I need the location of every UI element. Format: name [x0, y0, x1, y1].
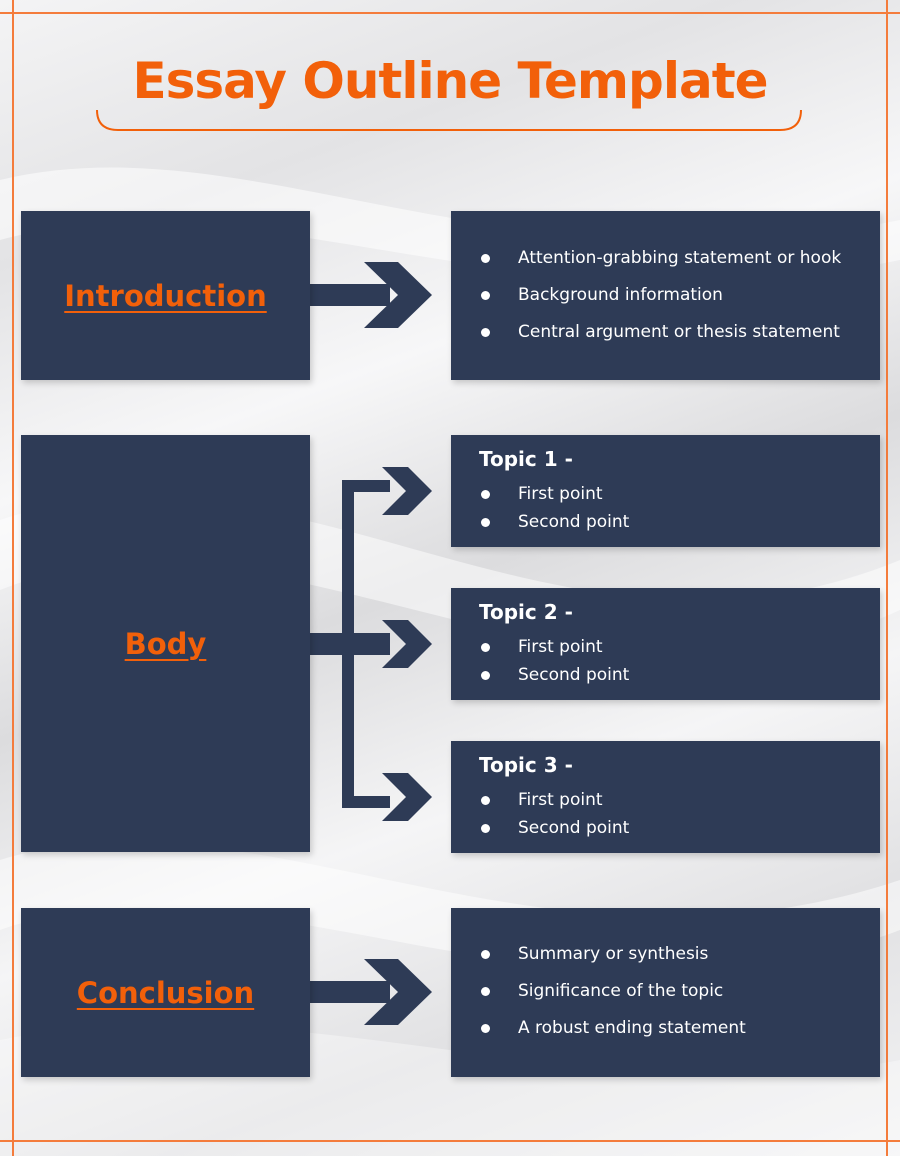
list-item: Central argument or thesis statement — [481, 321, 841, 358]
introduction-list: Attention-grabbing statement or hook Bac… — [481, 247, 841, 358]
bullet-icon — [481, 254, 490, 263]
list-item: Attention-grabbing statement or hook — [481, 247, 841, 284]
bullet-icon — [481, 1024, 490, 1033]
bullet-icon — [481, 490, 490, 499]
bullet-icon — [481, 328, 490, 337]
bullet-icon — [481, 291, 490, 300]
body-branch-arrows-icon — [310, 467, 432, 821]
topic-3-box: Topic 3 - First point Second point — [451, 741, 880, 853]
list-item: First point — [481, 483, 629, 511]
frame-left-line — [12, 0, 14, 1156]
bullet-icon — [481, 671, 490, 680]
intro-arrow-icon — [310, 262, 432, 328]
frame-right-line — [886, 0, 888, 1156]
conclusion-box: Conclusion — [21, 908, 310, 1077]
list-item: Summary or synthesis — [481, 943, 746, 980]
topic-3-list: First point Second point — [481, 789, 629, 845]
introduction-label: Introduction — [64, 278, 267, 313]
bullet-icon — [481, 987, 490, 996]
topic-1-list: First point Second point — [481, 483, 629, 539]
list-item: A robust ending statement — [481, 1017, 746, 1054]
list-item: First point — [481, 636, 629, 664]
topic-2-title: Topic 2 - — [479, 600, 573, 624]
conclusion-details-box: Summary or synthesis Significance of the… — [451, 908, 880, 1077]
page-title: Essay Outline Template — [132, 52, 768, 110]
body-label: Body — [124, 626, 207, 661]
topic-2-box: Topic 2 - First point Second point — [451, 588, 880, 700]
frame-bottom-line — [0, 1140, 900, 1142]
bullet-icon — [481, 643, 490, 652]
topic-3-title: Topic 3 - — [479, 753, 573, 777]
introduction-box: Introduction — [21, 211, 310, 380]
list-item: Second point — [481, 511, 629, 539]
bullet-icon — [481, 796, 490, 805]
list-item: Significance of the topic — [481, 980, 746, 1017]
conclusion-list: Summary or synthesis Significance of the… — [481, 943, 746, 1054]
list-item: Second point — [481, 664, 629, 692]
list-item: Second point — [481, 817, 629, 845]
conclusion-label: Conclusion — [76, 975, 255, 1010]
topic-1-box: Topic 1 - First point Second point — [451, 435, 880, 547]
topic-1-title: Topic 1 - — [479, 447, 573, 471]
frame-top-line — [0, 12, 900, 14]
bullet-icon — [481, 518, 490, 527]
bullet-icon — [481, 824, 490, 833]
body-box: Body — [21, 435, 310, 852]
introduction-details-box: Attention-grabbing statement or hook Bac… — [451, 211, 880, 380]
topic-2-list: First point Second point — [481, 636, 629, 692]
title-underline — [96, 109, 802, 131]
conclusion-arrow-icon — [310, 959, 432, 1025]
list-item: Background information — [481, 284, 841, 321]
bullet-icon — [481, 950, 490, 959]
list-item: First point — [481, 789, 629, 817]
